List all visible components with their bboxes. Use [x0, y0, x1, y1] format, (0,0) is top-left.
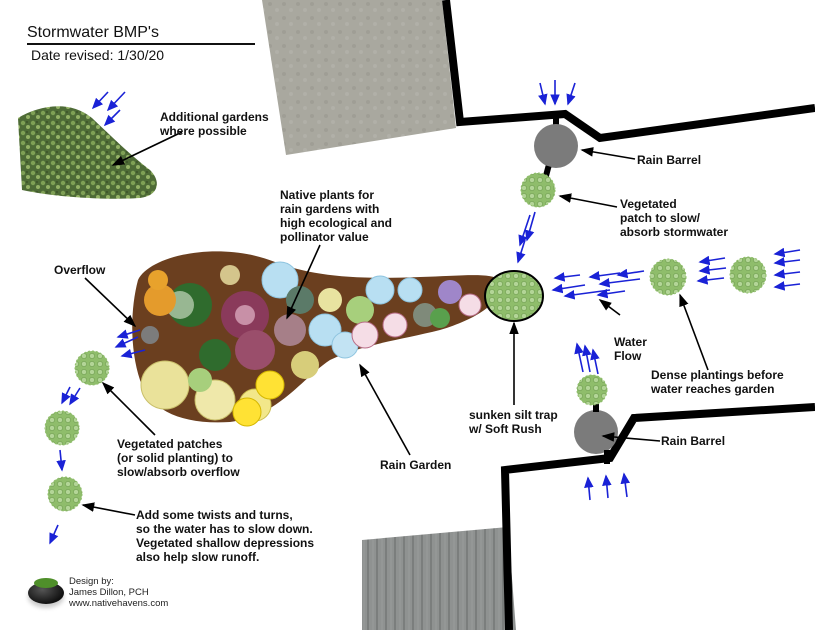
label-overflow: Overflow [54, 263, 106, 277]
label-silt-trap: sunken silt trap w/ Soft Rush [469, 408, 558, 436]
designer-credit: Design by: James Dillon, PCH www.nativeh… [69, 576, 169, 609]
label-native-plants: Native plants for rain gardens with high… [280, 188, 393, 244]
label-vegetated-patches: Vegetated patches (or solid planting) to… [117, 437, 240, 479]
label-dense-plantings: Dense plantings before water reaches gar… [651, 368, 784, 396]
label-rain-garden: Rain Garden [380, 458, 452, 472]
label-rain-barrel-top: Rain Barrel [637, 153, 702, 167]
callout-leaders [81, 131, 709, 516]
rain-garden-plants [140, 261, 482, 427]
label-twists-turns: Add some twists and turns, so the water … [136, 508, 315, 564]
house-wall-top [442, 0, 815, 143]
page-title: Stormwater BMP's [27, 24, 255, 45]
logo-stone-icon [28, 578, 64, 604]
additional-garden-bed [18, 106, 157, 199]
label-water-flow: Water Flow [614, 335, 647, 363]
rain-barrel-top [534, 124, 578, 168]
label-vegetated-patch: Vegetated patch to slow/ absorb stormwat… [620, 197, 729, 239]
silt-trap [484, 270, 544, 322]
wood-deck [362, 527, 516, 630]
date-revised: Date revised: 1/30/20 [31, 47, 165, 63]
concrete-patio [262, 0, 456, 155]
water-flow-arrows [49, 80, 801, 545]
vegetated-patches [44, 172, 767, 512]
label-rain-barrel-bottom: Rain Barrel [661, 434, 726, 448]
label-additional-gardens: Additional gardens where possible [160, 110, 269, 138]
rain-barrel-bottom [574, 410, 618, 454]
